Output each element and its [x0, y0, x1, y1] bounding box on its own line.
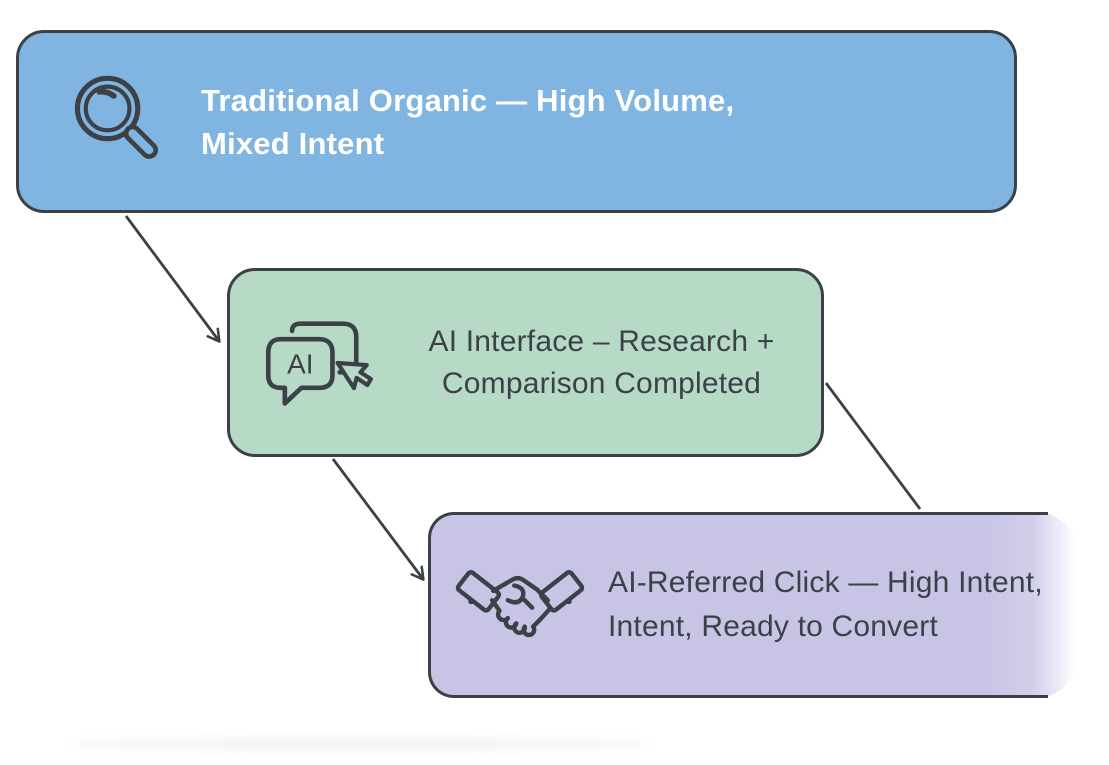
node-label-line2: Intent, Ready to Convert	[608, 610, 938, 643]
ai-icon-text: AI	[287, 348, 313, 379]
node-ai-interface: AI AI Interface – Research + Comparison …	[227, 268, 824, 457]
node-label-line2: Mixed Intent	[201, 125, 385, 161]
node-fill	[428, 512, 1078, 698]
arrow-green-to-purple	[331, 458, 425, 581]
arrow-blue-to-green	[124, 215, 221, 343]
background-smudge	[70, 736, 650, 752]
node-label: Traditional Organic — High Volume, Mixed…	[201, 79, 734, 165]
node-ai-referred-click: AI-Referred Click — High Intent, Intent,…	[428, 512, 1078, 698]
node-label-line2: Comparison Completed	[441, 366, 762, 400]
node-label-line1: AI-Referred Click — High Intent,	[608, 566, 1043, 599]
node-label: AI Interface – Research + Comparison Com…	[396, 321, 807, 405]
cuff-button-right	[566, 598, 572, 605]
node-label-line1: AI Interface – Research +	[428, 324, 775, 358]
cuff-button-left	[468, 598, 474, 605]
node-border	[428, 512, 1048, 698]
line-green-right-to-purple	[824, 382, 922, 510]
magnifier-icon	[74, 75, 159, 159]
node-label: AI-Referred Click — High Intent, Intent,…	[608, 561, 1043, 649]
node-label-line1: Traditional Organic — High Volume,	[201, 82, 735, 118]
node-traditional-organic: Traditional Organic — High Volume, Mixed…	[16, 30, 1017, 213]
handshake-icon	[455, 570, 585, 638]
ai-chat-cursor-icon: AI	[265, 320, 373, 406]
